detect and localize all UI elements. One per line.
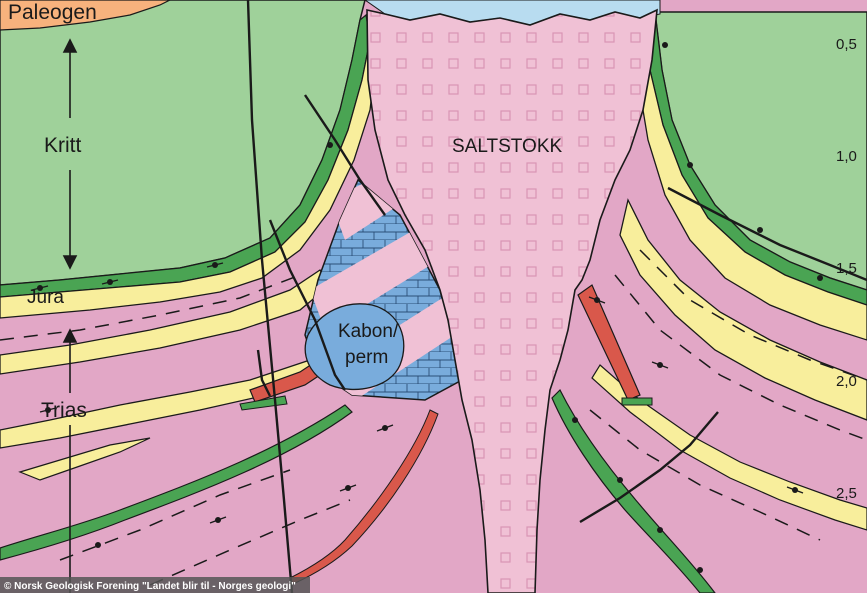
label-trias: Trias bbox=[41, 399, 87, 422]
label-karbon-line2: perm bbox=[345, 347, 388, 368]
label-jura: Jura bbox=[27, 287, 64, 308]
label-paleogen: Paleogen bbox=[8, 1, 97, 24]
green-lens-right bbox=[622, 398, 652, 405]
depth-tick-1-0: 1,0 bbox=[836, 148, 857, 165]
label-kritt: Kritt bbox=[44, 134, 82, 157]
depth-tick-2-0: 2,0 bbox=[836, 373, 857, 390]
depth-tick-0-5: 0,5 bbox=[836, 36, 857, 53]
copyright-credit: © Norsk Geologisk Forening "Landet blir … bbox=[4, 581, 296, 592]
depth-tick-2-5: 2,5 bbox=[836, 485, 857, 502]
label-saltstokk: SALTSTOKK bbox=[452, 136, 562, 157]
label-karbon-line1: Kabon/ bbox=[338, 321, 399, 342]
depth-tick-1-5: 1,5 bbox=[836, 260, 857, 277]
